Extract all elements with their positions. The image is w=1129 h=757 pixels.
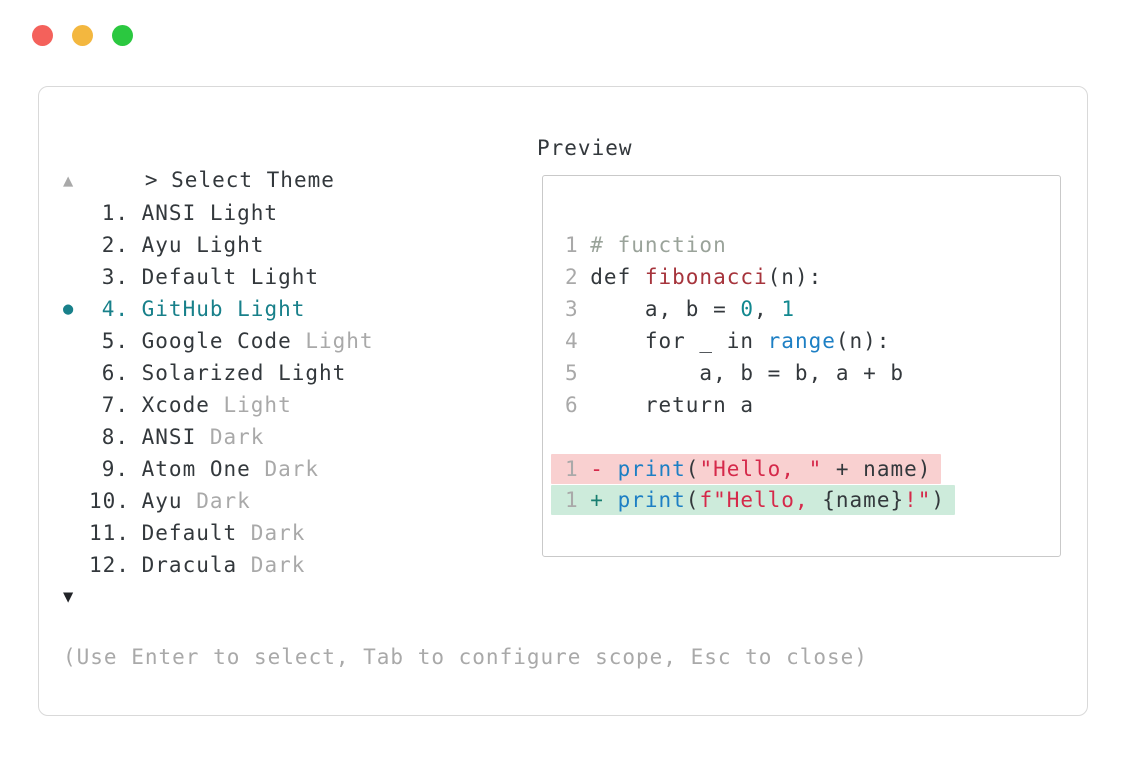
marker-spacer xyxy=(63,389,89,421)
preview-title: Preview xyxy=(537,136,633,160)
item-number: 1. xyxy=(101,201,129,225)
theme-list-item[interactable]: 7. Xcode Light xyxy=(63,389,374,421)
item-label: Default Dark xyxy=(141,521,306,545)
item-label: Atom One Dark xyxy=(141,457,320,481)
item-number: 12. xyxy=(89,553,130,577)
item-number: 2. xyxy=(101,233,129,257)
prompt-line: > Select Theme xyxy=(63,132,335,228)
line-number: 1 xyxy=(565,488,579,512)
code-line: 4 for _ in range(n): xyxy=(565,325,955,357)
theme-list-item[interactable]: 8. ANSI Dark xyxy=(63,421,374,453)
theme-picker-panel: > Select Theme Preview ▲ 1. ANSI Light 2. Ay… xyxy=(38,86,1088,716)
theme-list-item[interactable]: 9. Atom One Dark xyxy=(63,453,374,485)
item-label: ANSI Light xyxy=(141,201,279,225)
line-number: 3 xyxy=(565,297,579,321)
theme-list-item[interactable]: 10. Ayu Dark xyxy=(63,485,374,517)
marker-spacer xyxy=(63,421,89,453)
theme-list-item[interactable]: 5. Google Code Light xyxy=(63,325,374,357)
hint-text: (Use Enter to select, Tab to configure s… xyxy=(63,645,868,669)
diff-add-line: 1+ print(f"Hello, {name}!") xyxy=(551,485,956,515)
code-line: 6 return a xyxy=(565,389,955,421)
scroll-down-indicator: ▼ xyxy=(63,587,75,607)
marker-spacer xyxy=(63,197,89,229)
theme-list-item[interactable]: 3. Default Light xyxy=(63,261,374,293)
line-number: 1 xyxy=(565,233,579,257)
marker-spacer xyxy=(63,229,89,261)
picker-title: Select Theme xyxy=(171,168,335,192)
marker-spacer xyxy=(63,357,89,389)
code-line: 3 a, b = 0, 1 xyxy=(565,293,955,325)
item-number: 5. xyxy=(101,329,129,353)
zoom-button[interactable] xyxy=(112,25,133,46)
line-number: 4 xyxy=(565,329,579,353)
diff-del-line: 1- print("Hello, " + name) xyxy=(551,454,942,484)
item-number: 9. xyxy=(101,457,129,481)
selected-bullet: ● xyxy=(63,299,75,319)
marker-spacer xyxy=(63,549,89,581)
close-button[interactable] xyxy=(32,25,53,46)
theme-list-item[interactable]: 2. Ayu Light xyxy=(63,229,374,261)
item-label: Solarized Light xyxy=(141,361,347,385)
minimize-button[interactable] xyxy=(72,25,93,46)
item-number: 6. xyxy=(101,361,129,385)
line-number: 1 xyxy=(565,457,579,481)
marker-spacer xyxy=(63,325,89,357)
theme-list-item[interactable]: ● 4. GitHub Light xyxy=(63,293,374,325)
item-label: Ayu Dark xyxy=(141,489,251,513)
item-label: Xcode Light xyxy=(141,393,292,417)
item-label: Ayu Light xyxy=(141,233,265,257)
line-number: 5 xyxy=(565,361,579,385)
item-number: 11. xyxy=(89,521,130,545)
marker-spacer xyxy=(63,261,89,293)
code-line: 1# function xyxy=(565,229,955,261)
window-controls xyxy=(32,25,133,46)
marker-spacer xyxy=(63,453,89,485)
item-label: Default Light xyxy=(141,265,320,289)
code-line: 5 a, b = b, a + b xyxy=(565,357,955,389)
theme-list-item[interactable]: 1. ANSI Light xyxy=(63,197,374,229)
theme-list-item[interactable]: 12. Dracula Dark xyxy=(63,549,374,581)
item-label: Google Code Light xyxy=(141,329,374,353)
marker-spacer xyxy=(63,485,89,517)
item-label: ANSI Dark xyxy=(141,425,265,449)
item-number: 10. xyxy=(89,489,130,513)
marker-spacer xyxy=(63,517,89,549)
theme-items: 1. ANSI Light 2. Ayu Light 3. Default Light ● 4… xyxy=(63,197,374,581)
item-number: 7. xyxy=(101,393,129,417)
theme-list-item[interactable]: 6. Solarized Light xyxy=(63,357,374,389)
item-label: GitHub Light xyxy=(141,297,306,321)
scroll-up-indicator: ▲ xyxy=(63,171,75,191)
item-number: 3. xyxy=(101,265,129,289)
theme-list-item[interactable]: 11. Default Dark xyxy=(63,517,374,549)
theme-list: ▲ 1. ANSI Light 2. Ayu Light 3. Default Light… xyxy=(63,165,374,613)
line-number: 6 xyxy=(565,393,579,417)
prompt-symbol: > xyxy=(144,168,159,192)
item-label: Dracula Dark xyxy=(141,553,306,577)
item-number: 4. xyxy=(101,297,129,321)
item-number: 8. xyxy=(101,425,129,449)
code-line xyxy=(565,421,955,453)
line-number: 2 xyxy=(565,265,579,289)
